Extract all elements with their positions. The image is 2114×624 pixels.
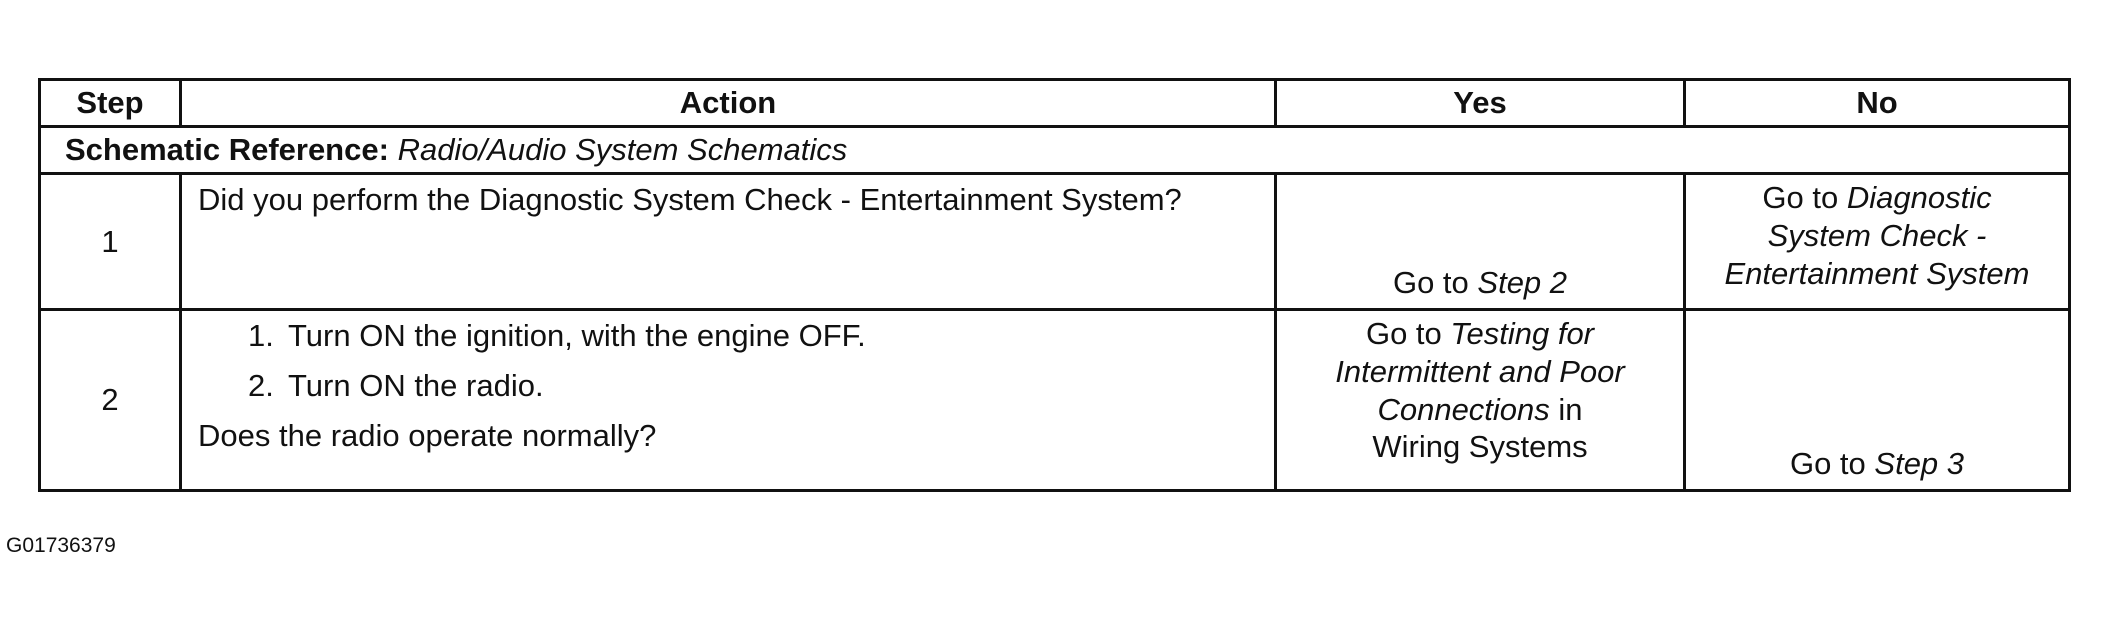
schematic-reference-link[interactable]: Radio/Audio System Schematics xyxy=(397,132,848,168)
action-cell: 1. Turn ON the ignition, with the engine … xyxy=(179,308,1277,492)
substep-text: Turn ON the radio. xyxy=(288,367,544,403)
yes-prefix: Go to xyxy=(1365,316,1451,351)
action-question: Does the radio operate normally? xyxy=(198,417,657,453)
yes-link[interactable]: Testing for xyxy=(1450,316,1595,351)
yes-link-line2[interactable]: Intermittent and Poor xyxy=(1335,353,1625,389)
yes-cell: Go to Step 2 xyxy=(1274,172,1686,311)
schematic-reference-label: Schematic Reference: xyxy=(65,132,389,168)
yes-prefix: Go to xyxy=(1392,265,1478,301)
yes-cell: Go to Testing for Intermittent and Poor … xyxy=(1274,308,1686,492)
schematic-reference-row: Schematic Reference: Radio/Audio System … xyxy=(38,125,2071,175)
yes-suffix: in xyxy=(1549,391,1583,427)
step-number: 1 xyxy=(38,172,182,311)
substep-item: 2. Turn ON the radio. xyxy=(198,367,1258,405)
header-no: No xyxy=(1683,78,2071,128)
substep-item: 1. Turn ON the ignition, with the engine … xyxy=(198,317,1258,355)
diagnostic-table: Step Action Yes No Schematic Reference: … xyxy=(38,78,2071,492)
schematic-reference-cell: Schematic Reference: Radio/Audio System … xyxy=(38,125,2071,175)
no-prefix: Go to xyxy=(1789,446,1875,482)
action-text: Did you perform the Diagnostic System Ch… xyxy=(198,182,1182,217)
no-link[interactable]: Step 3 xyxy=(1874,446,1965,482)
no-link-line3[interactable]: Entertainment System xyxy=(1724,255,2030,291)
substep-list: 1. Turn ON the ignition, with the engine … xyxy=(198,317,1258,405)
table-row: 2 1. Turn ON the ignition, with the engin… xyxy=(38,308,2071,492)
table-row: 1 Did you perform the Diagnostic System … xyxy=(38,172,2071,311)
header-step: Step xyxy=(38,78,182,128)
figure-id: G01736379 xyxy=(6,534,116,557)
step-number: 2 xyxy=(38,308,182,492)
header-row: Step Action Yes No xyxy=(38,78,2071,128)
action-cell: Did you perform the Diagnostic System Ch… xyxy=(179,172,1277,311)
header-action: Action xyxy=(179,78,1277,128)
no-link-line2[interactable]: System Check - xyxy=(1767,217,1987,253)
yes-link[interactable]: Step 2 xyxy=(1477,265,1568,301)
substep-text: Turn ON the ignition, with the engine OF… xyxy=(288,318,866,353)
no-link[interactable]: Diagnostic xyxy=(1846,180,1992,215)
yes-link-line3[interactable]: Connections xyxy=(1377,391,1550,427)
no-cell: Go to Diagnostic System Check - Entertai… xyxy=(1683,172,2071,311)
substep-number: 2. xyxy=(248,367,274,403)
substep-number: 1. xyxy=(248,318,274,353)
header-yes: Yes xyxy=(1274,78,1686,128)
no-prefix: Go to xyxy=(1762,180,1847,215)
no-cell: Go to Step 3 xyxy=(1683,308,2071,492)
yes-line4: Wiring Systems xyxy=(1372,429,1588,465)
